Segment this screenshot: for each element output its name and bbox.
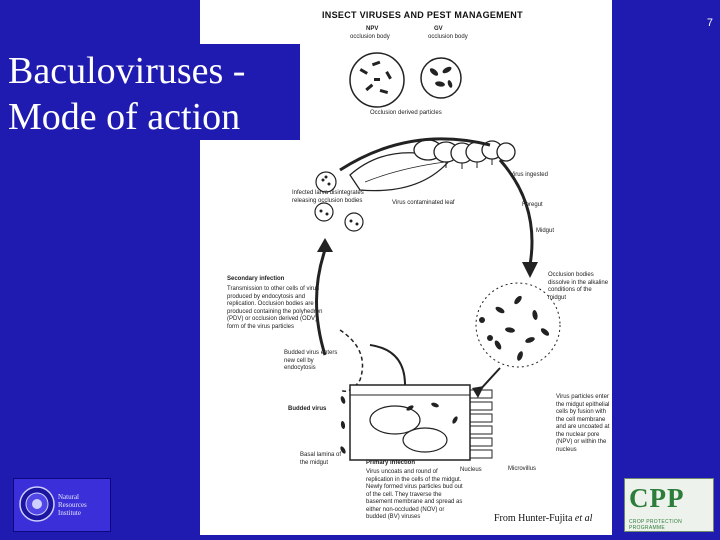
title-box [0,44,300,140]
nri-text-line-1: Natural [58,493,79,501]
nri-text-line-3: Institute [58,509,81,517]
nri-text-line-2: Resources [58,501,87,509]
basal-lamina-label: Basal lamina of the midgut [300,452,342,466]
nucleus-label: Nucleus [460,467,482,473]
budded-virus-particles [340,396,458,454]
cycle-arc-top [339,137,491,172]
microvillus-label: Microvillus [508,466,537,472]
midgut-label: Midgut [536,228,555,234]
arrow-head-down [522,262,538,278]
title-line-1: Baculoviruses - [8,50,246,92]
secondary-infection-title: Secondary infection [227,276,285,282]
cpp-logo-text: CPP [629,483,685,513]
dense-particles-label: Occlusion derived particles [370,110,442,116]
budded-virus-label: Budded virus [288,406,327,412]
secondary-infection-body: Transmission to other cells of virus pro… [227,286,323,330]
arrow-head-up [317,238,333,252]
microvilli [470,389,493,459]
nri-text: Natural Resources Institute [58,493,87,517]
budded-virus-enters-label: Budded virus enters new cell by endocyto… [284,350,338,371]
nri-logo: Natural Resources Institute [13,478,111,532]
particles-enter-label: Virus particles enter the midgut epithel… [556,394,610,453]
primary-infection-title: Primary infection [366,460,416,466]
cycle-arc-left [315,249,327,356]
nucleus [369,405,421,435]
budded-virus-path [369,344,406,386]
figure-credit: From Hunter-Fujita et al [494,513,592,524]
cycle-arc-right [498,159,534,266]
npv-particles [359,60,392,94]
disintegrating-particles [319,175,359,226]
dissolve-label: Occlusion bodies dissolve in the alkalin… [548,272,609,301]
credit-italic: et al [574,513,593,524]
cpp-logo: CPP CROP PROTECTION PROGRAMME [624,478,714,532]
npv-label: NPV [366,26,379,32]
secondary-cell-outline [339,329,364,392]
foregut-label: Foregut [522,202,543,208]
lifecycle-illustration [314,52,561,461]
gv-sublabel: occlusion body [428,34,468,40]
virus-ingested-label: Virus ingested [510,172,548,178]
caterpillar-legs [445,159,493,169]
disintegrating-bodies [314,171,364,232]
gv-particles [429,66,453,88]
gv-label: GV [434,26,443,32]
title-line-2: Mode of action [8,96,241,138]
cpp-logo-subtitle: CROP PROTECTION PROGRAMME [629,519,683,531]
gv-occlusion-body [420,57,462,99]
primary-infection-body: Virus uncoats and round of replication i… [366,469,463,520]
nri-seal-icon [19,486,55,522]
contaminated-leaf-label: Virus contaminated leaf [392,200,455,206]
caterpillar-icon [413,139,516,164]
infected-larva-label: Infected larva disintegrates releasing o… [292,190,364,204]
credit-text: From Hunter-Fujita [494,513,573,524]
figure-title: INSECT VIRUSES AND PEST MANAGEMENT [322,10,523,20]
npv-sublabel: occlusion body [350,34,390,40]
dissolving-particles [494,295,550,361]
slide-number: 7 [706,17,713,29]
slide-title: Baculoviruses - Mode of action [8,48,298,140]
